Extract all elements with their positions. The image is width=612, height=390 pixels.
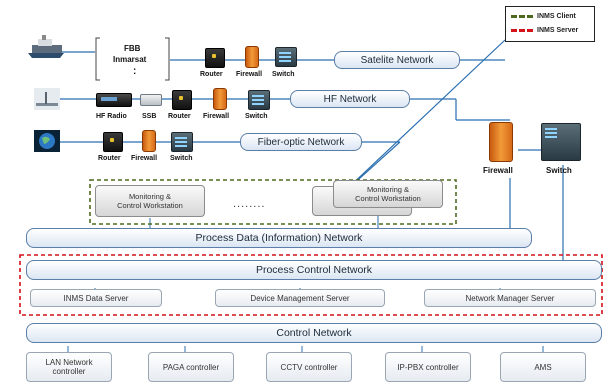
monitoring-workstation-2: Monitoring & Control Workstation [333, 180, 443, 208]
sat-router-label: Router [200, 71, 223, 78]
fiber-firewall-label: Firewall [131, 155, 158, 162]
legend-client-swatch [511, 15, 533, 18]
hf-radio-icon [96, 93, 132, 107]
inms-data-server: INMS Data Server [30, 289, 162, 307]
process-control-network-bar: Process Control Network [26, 260, 602, 280]
fiber-switch-icon [171, 132, 193, 152]
paga-controller: PAGA controller [148, 352, 234, 382]
legend-server-label: INMS Server [537, 27, 579, 34]
sat-firewall-icon [245, 46, 259, 68]
fiber-optic-network-label: Fiber-optic Network [240, 133, 362, 151]
globe-icon [34, 130, 60, 152]
hf-firewall-label: Firewall [203, 113, 230, 120]
fbb-dots: : [133, 66, 137, 77]
ssb-label: SSB [142, 113, 157, 120]
antenna-icon [34, 88, 60, 110]
cctv-controller: CCTV controller [266, 352, 352, 382]
core-switch-icon [541, 123, 581, 161]
core-switch-label: Switch [546, 166, 572, 175]
fiber-router-label: Router [98, 155, 121, 162]
sat-router-icon [205, 48, 225, 68]
hf-router-label: Router [168, 113, 191, 120]
inmarsat-label: Inmarsat [113, 55, 147, 64]
legend: INMS Client INMS Server [505, 6, 595, 42]
ssb-icon [140, 94, 162, 106]
process-data-network-bar: Process Data (Information) Network [26, 228, 532, 248]
ship-icon [28, 35, 64, 58]
core-firewall-label: Firewall [483, 166, 513, 175]
hf-radio-label: HF Radio [96, 113, 127, 120]
sat-switch-label: Switch [272, 71, 295, 78]
hf-switch-icon [248, 90, 270, 110]
hf-network-label: HF Network [290, 90, 410, 108]
fbb-label: FBB [124, 44, 141, 53]
ip-pbx-controller: IP-PBX controller [385, 352, 471, 382]
core-firewall-icon [489, 122, 513, 162]
fiber-switch-label: Switch [170, 155, 193, 162]
hf-firewall-icon [213, 88, 227, 110]
ams-controller: AMS [500, 352, 586, 382]
sat-firewall-label: Firewall [236, 71, 263, 78]
satellite-network-label: Satelite Network [334, 51, 460, 69]
hf-router-icon [172, 90, 192, 110]
legend-inms-server: INMS Server [511, 27, 578, 34]
legend-server-swatch [511, 29, 533, 32]
sat-switch-icon [275, 47, 297, 67]
fiber-firewall-icon [142, 130, 156, 152]
hf-switch-label: Switch [245, 113, 268, 120]
legend-inms-client: INMS Client [511, 13, 576, 20]
monitoring-workstation-1: Monitoring & Control Workstation [95, 185, 205, 217]
control-network-bar: Control Network [26, 323, 602, 343]
workstation-ellipsis: ........ [233, 198, 266, 210]
network-manager-server: Network Manager Server [424, 289, 596, 307]
fiber-router-icon [103, 132, 123, 152]
device-management-server: Device Management Server [215, 289, 385, 307]
lan-network-controller: LAN Network controller [26, 352, 112, 382]
legend-client-label: INMS Client [537, 13, 576, 20]
